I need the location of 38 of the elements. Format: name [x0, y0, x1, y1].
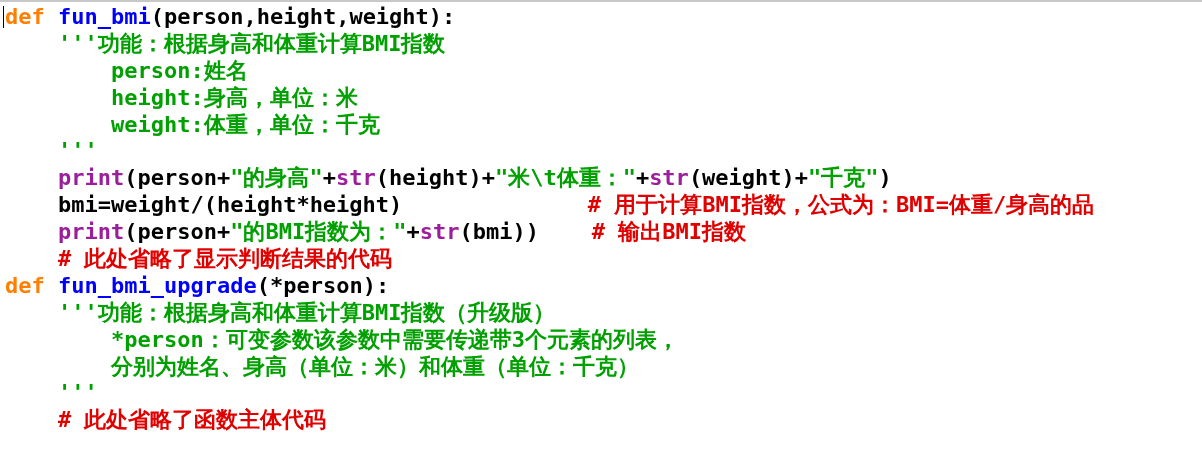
function-name: fun_bmi — [58, 4, 151, 29]
builtin-function: str — [335, 165, 376, 191]
code-text: bmi=weight/(height*height) — [57, 192, 403, 218]
code-text: (height)+ — [375, 165, 495, 191]
code-text: (person+ — [124, 165, 231, 191]
code-text: + — [635, 165, 650, 191]
builtin-function: print — [57, 165, 125, 191]
string-literal: 分别为姓名、身高（单位：米）和体重（单位：千克） — [110, 353, 639, 379]
string-literal: height:身高，单位：米 — [110, 84, 358, 110]
string-literal: "的BMI指数为：" — [230, 219, 407, 245]
string-literal: '''功能：根据身高和体重计算BMI指数 — [57, 30, 446, 56]
builtin-function: str — [419, 219, 460, 245]
code-comment: # 此处省略了显示判断结果的代码 — [57, 246, 393, 271]
string-literal: ''' — [57, 138, 98, 164]
string-literal: "米\t体重：" — [494, 165, 636, 191]
string-literal: person:姓名 — [110, 57, 248, 83]
code-text: (weight)+ — [688, 165, 809, 191]
code-text: ) — [878, 165, 892, 191]
code-text: + — [406, 219, 420, 245]
code-comment: # 用于计算BMI指数，公式为：BMI=体重/身高的品 — [587, 192, 1095, 218]
code-keyword: def — [5, 4, 45, 29]
code-text: + — [322, 165, 336, 191]
string-literal: weight:体重，单位：千克 — [110, 111, 380, 137]
code-text: (person+ — [124, 219, 231, 245]
string-literal: ''' — [57, 380, 98, 406]
code-text: (person,height,weight): — [150, 4, 456, 29]
builtin-function: str — [649, 165, 689, 191]
function-name: fun_bmi_upgrade — [58, 272, 257, 298]
string-literal: "千克" — [808, 165, 879, 191]
string-literal: "的身高" — [230, 165, 323, 191]
code-comment: # 此处省略了函数主体代码 — [57, 407, 327, 433]
code-text: (*person): — [256, 272, 390, 298]
builtin-function: print — [57, 219, 125, 245]
code-text: (bmi)) — [459, 219, 539, 245]
string-literal: *person：可变参数该参数中需要传递带3个元素的列表， — [110, 326, 679, 352]
code-keyword: def — [5, 272, 45, 298]
string-literal: '''功能：根据身高和体重计算BMI指数（升级版） — [57, 299, 556, 325]
code-comment: # 输出BMI指数 — [591, 219, 747, 245]
